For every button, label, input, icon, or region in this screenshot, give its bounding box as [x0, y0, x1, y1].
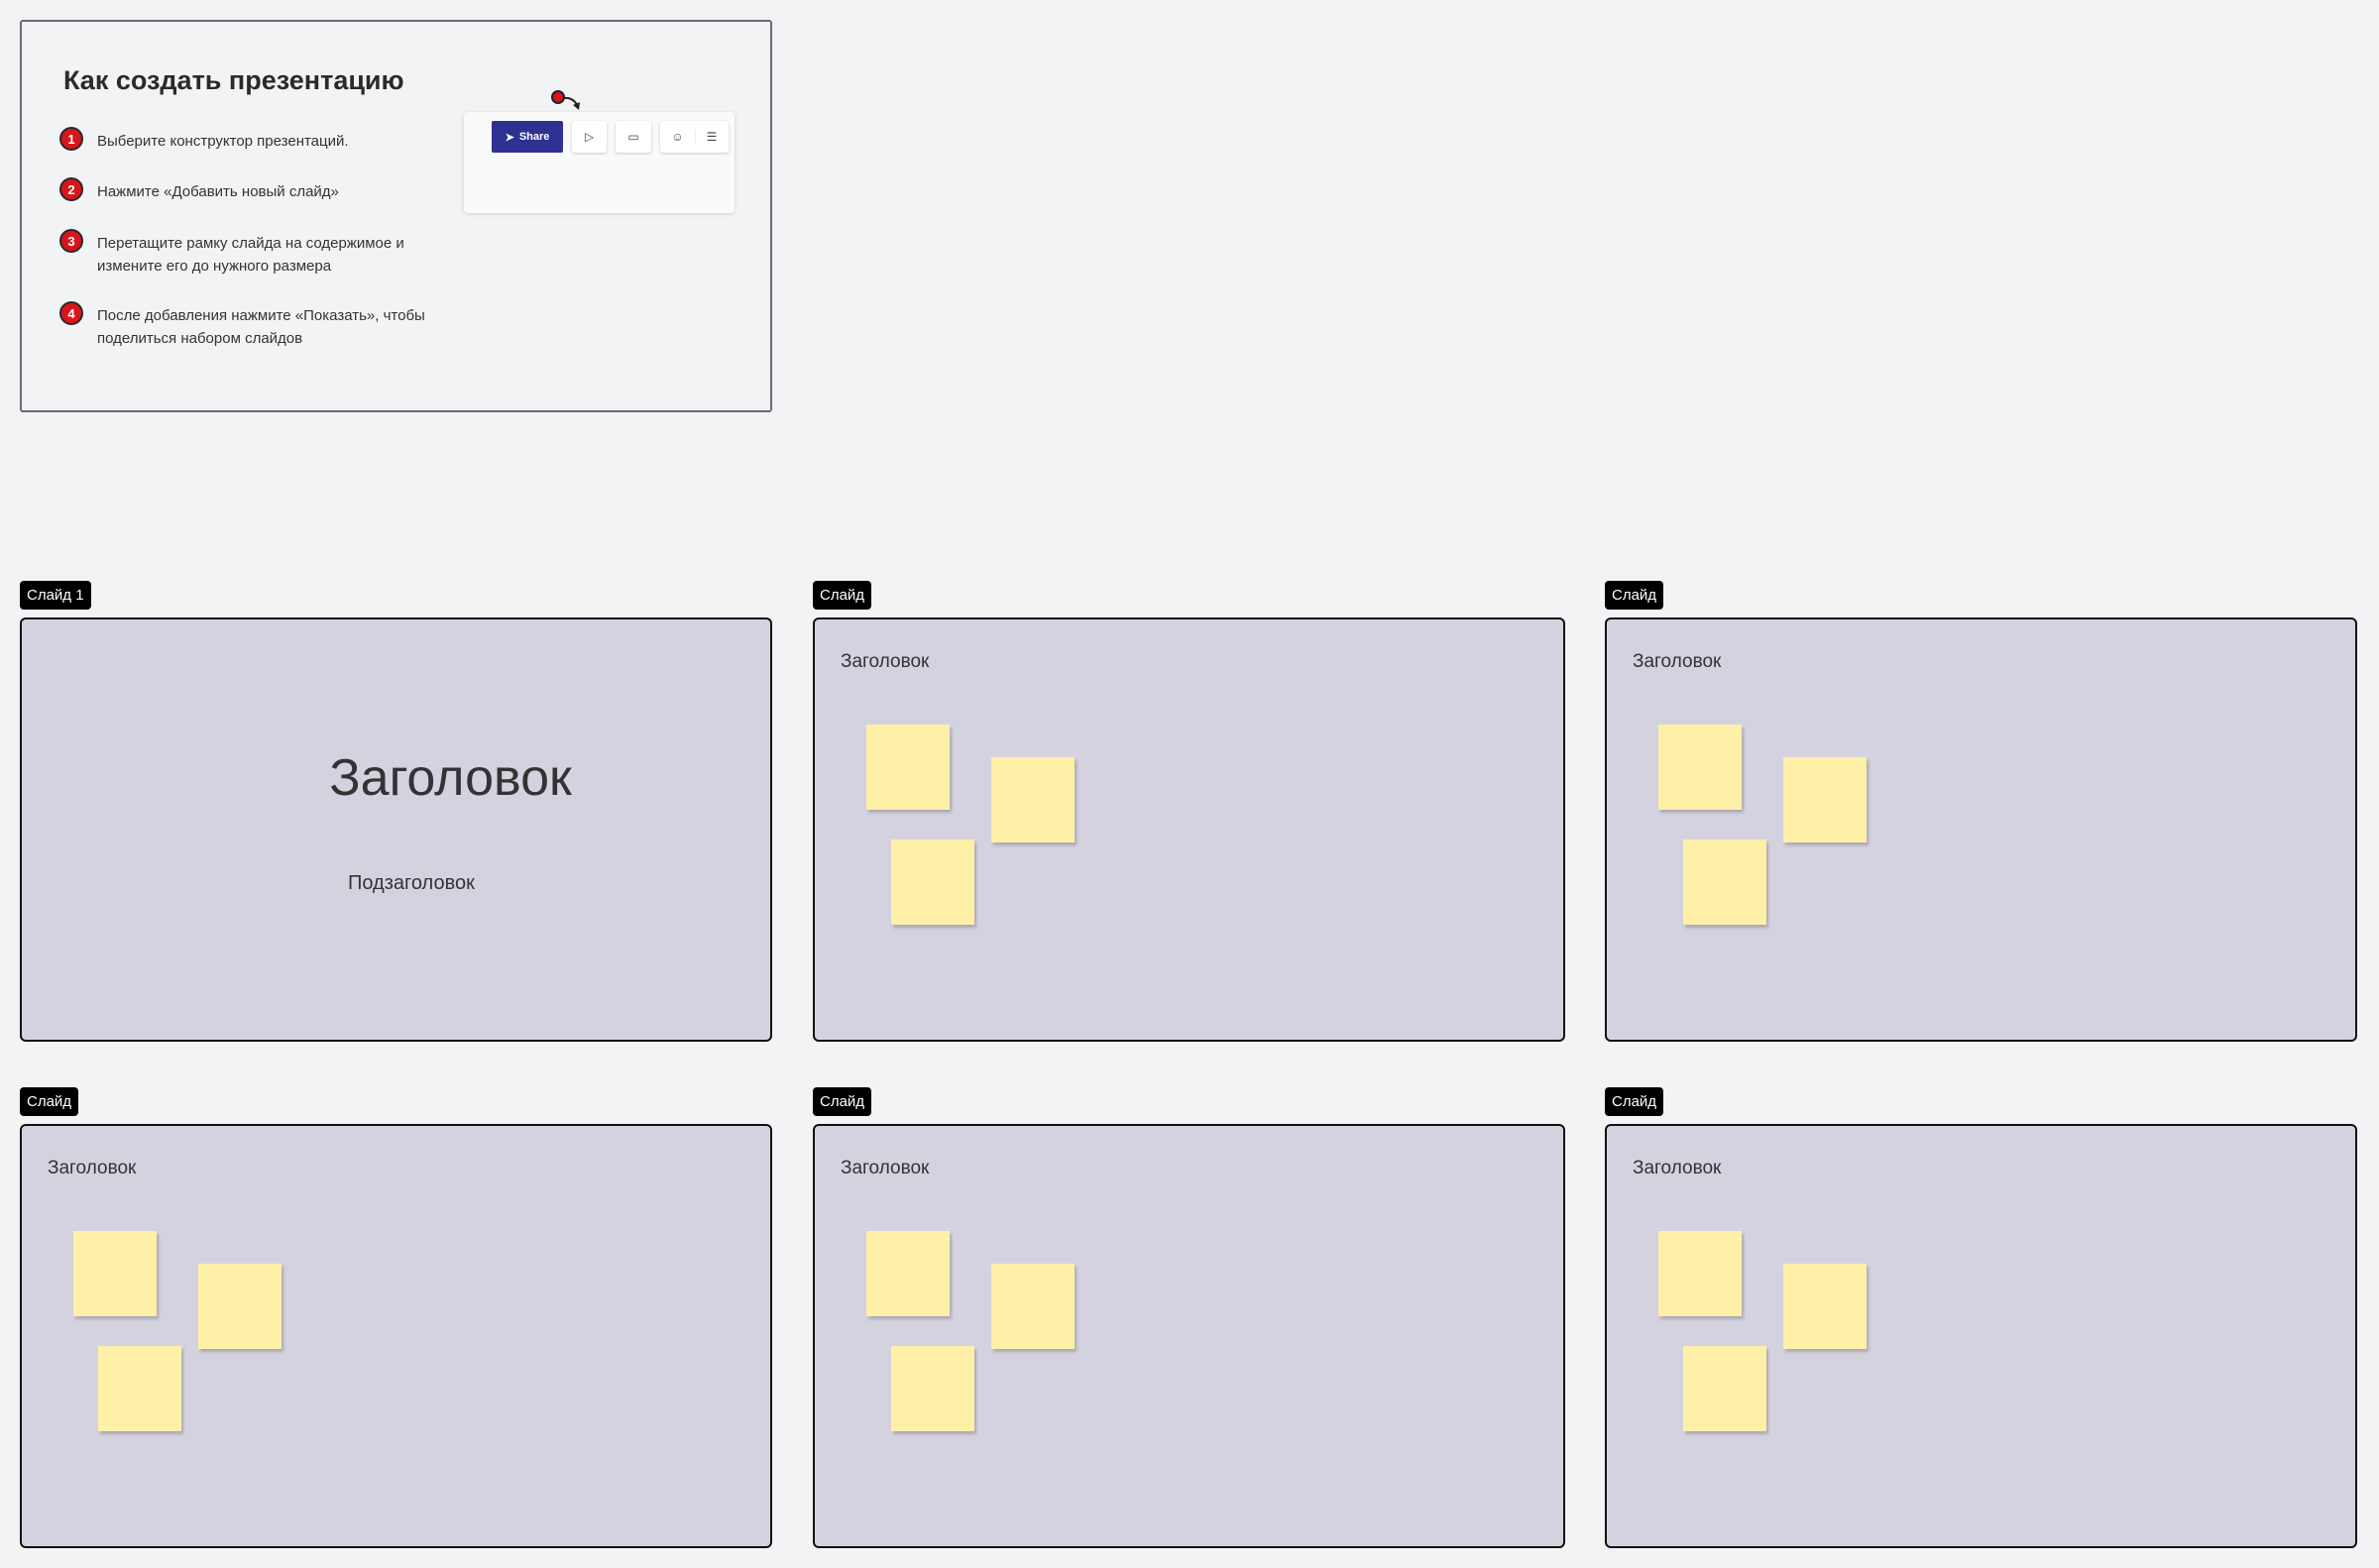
step-text: Нажмите «Добавить новый слайд»	[97, 183, 339, 200]
slide-label[interactable]: Слайд	[20, 1087, 79, 1116]
sticky-note[interactable]	[1783, 757, 1867, 842]
step-number: 2	[59, 177, 83, 201]
slide-title: Заголовок	[841, 1158, 930, 1178]
step-text: После добавления нажмите «Показать», что…	[97, 307, 425, 347]
sticky-note[interactable]	[1683, 840, 1766, 925]
slide-title: Заголовок	[48, 1158, 137, 1178]
sticky-note[interactable]	[891, 1346, 974, 1431]
slide-frame[interactable]: Заголовок	[813, 617, 1565, 1042]
slide-title: Заголовок	[329, 749, 572, 807]
sticky-note[interactable]	[1658, 1231, 1742, 1316]
sticky-note[interactable]	[98, 1346, 181, 1431]
sticky-note[interactable]	[198, 1264, 282, 1349]
people-icon[interactable]: ☺	[671, 130, 684, 144]
icon-group: ☺☰	[660, 121, 729, 153]
slide-title: Заголовок	[1633, 651, 1722, 672]
sticky-note[interactable]	[991, 1264, 1075, 1349]
presentation-icon[interactable]: ▷	[572, 121, 607, 153]
comment-icon[interactable]: ▭	[616, 121, 651, 153]
instructions-card: Как создать презентацию 1 Выберите констр…	[20, 20, 772, 412]
sticky-note[interactable]	[1683, 1346, 1766, 1431]
share-button[interactable]: ➤Share	[492, 121, 563, 153]
step-text: Выберите конструктор презентаций.	[97, 133, 349, 150]
sticky-note[interactable]	[866, 725, 950, 810]
slide-frame[interactable]: Заголовок	[813, 1124, 1565, 1548]
step-number: 1	[59, 127, 83, 151]
pointer-arrow-icon	[551, 90, 580, 110]
slide-frame[interactable]: Заголовок	[20, 1124, 772, 1548]
slide-subtitle: Подзаголовок	[348, 872, 475, 894]
step-3: 3 Перетащите рамку слайда на содержимое и…	[59, 229, 434, 278]
step-number: 3	[59, 229, 83, 253]
sticky-note[interactable]	[1658, 725, 1742, 810]
notes-icon[interactable]: ☰	[694, 130, 729, 144]
step-2: 2 Нажмите «Добавить новый слайд»	[59, 177, 434, 203]
slide-label[interactable]: Слайд	[813, 581, 872, 610]
step-number: 4	[59, 301, 83, 325]
slide-title: Заголовок	[841, 651, 930, 672]
step-1: 1 Выберите конструктор презентаций.	[59, 127, 434, 153]
sticky-note[interactable]	[1783, 1264, 1867, 1349]
slide-label[interactable]: Слайд	[1605, 1087, 1664, 1116]
slide-label[interactable]: Слайд	[813, 1087, 872, 1116]
slide-title: Заголовок	[1633, 1158, 1722, 1178]
send-icon: ➤	[505, 131, 514, 144]
slide-frame[interactable]: Заголовок	[1605, 617, 2357, 1042]
slide-frame[interactable]: Заголовок	[1605, 1124, 2357, 1548]
slide-label[interactable]: Слайд	[1605, 581, 1664, 610]
sticky-note[interactable]	[991, 757, 1075, 842]
sticky-note[interactable]	[891, 840, 974, 925]
slide-label[interactable]: Слайд 1	[20, 581, 91, 610]
sticky-note[interactable]	[866, 1231, 950, 1316]
instructions-title: Как создать презентацию	[63, 65, 404, 95]
toolbar-preview: ➤Share ▷ ▭ ☺☰	[464, 112, 735, 213]
step-text: Перетащите рамку слайда на содержимое и …	[97, 235, 404, 275]
step-4: 4 После добавления нажмите «Показать», чт…	[59, 301, 434, 350]
sticky-note[interactable]	[73, 1231, 157, 1316]
